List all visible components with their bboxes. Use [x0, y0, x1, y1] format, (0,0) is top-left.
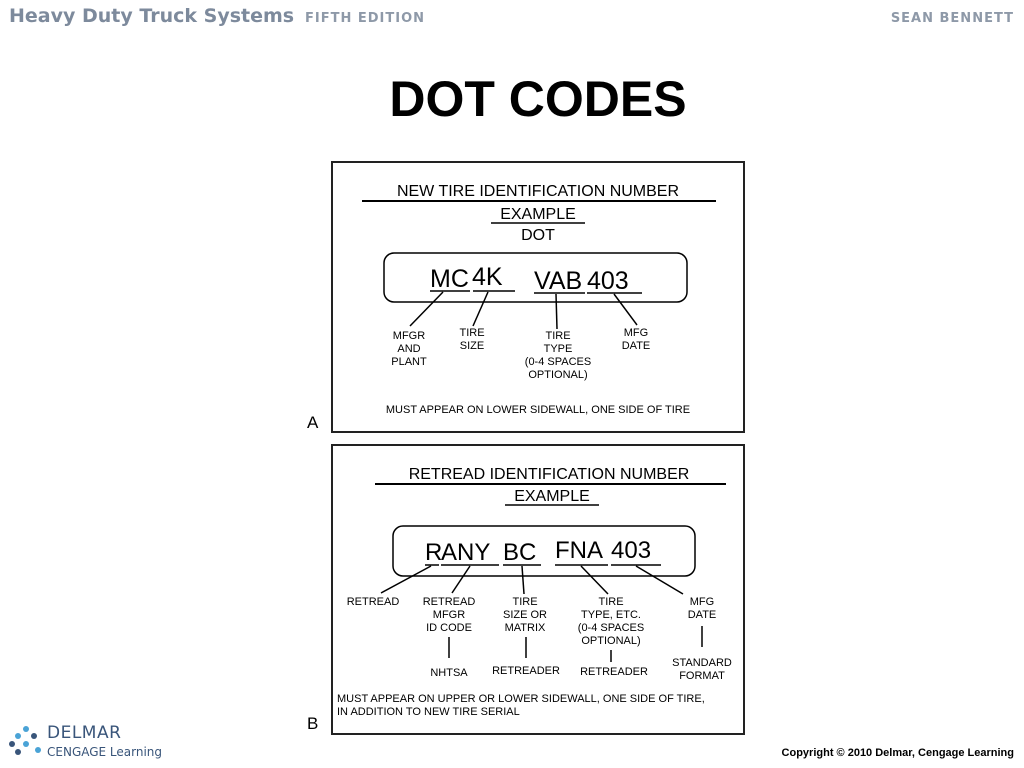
callout-tire-type: (0-4 SPACES: [525, 356, 591, 368]
leader-line: [613, 293, 638, 326]
panel-b-note-1: MUST APPEAR ON UPPER OR LOWER SIDEWALL, …: [337, 693, 705, 705]
panel-a-note: MUST APPEAR ON LOWER SIDEWALL, ONE SIDE …: [386, 404, 690, 416]
leader-line: [635, 565, 684, 595]
leader-line: [451, 565, 471, 594]
callout-retread-mfgr: MFGR: [433, 609, 465, 621]
callout-tire-size: MATRIX: [505, 622, 546, 634]
code-403: 403: [587, 267, 629, 295]
code-box: [383, 252, 688, 303]
callout-retreader: RETREADER: [580, 666, 648, 678]
callout-tire-size: TIRE: [512, 596, 537, 608]
panel-a-new-tire-diagram: NEW TIRE IDENTIFICATION NUMBER EXAMPLE D…: [331, 161, 745, 433]
callout-retreader: RETREADER: [492, 665, 560, 677]
callout-mfgr: PLANT: [391, 356, 427, 368]
callout-tire-type: TIRE: [598, 596, 623, 608]
logo-subtitle: CENGAGE Learning: [47, 745, 163, 759]
code-r: R: [425, 539, 442, 566]
code-403: 403: [611, 537, 651, 564]
panel-a-diagram-svg: NEW TIRE IDENTIFICATION NUMBER EXAMPLE D…: [362, 183, 716, 416]
logo-name: DELMAR: [47, 723, 122, 743]
panel-b-heading-1: RETREAD IDENTIFICATION NUMBER: [409, 466, 690, 483]
callout-mfg-date: MFG: [690, 596, 714, 608]
callout-standard-format: STANDARD: [672, 657, 732, 669]
callout-tire-size: SIZE: [460, 340, 484, 352]
code-mc: MC: [430, 265, 469, 293]
panel-a-heading-2: EXAMPLE: [500, 206, 576, 223]
code-4k: 4K: [472, 263, 503, 291]
panel-b-heading-2: EXAMPLE: [514, 488, 590, 505]
leader-line: [409, 291, 444, 327]
callout-retread-mfgr: ID CODE: [426, 622, 472, 634]
panel-a-heading-1: NEW TIRE IDENTIFICATION NUMBER: [397, 183, 679, 200]
panel-b-label: B: [307, 714, 319, 733]
panel-a-label: A: [307, 413, 319, 432]
callout-standard-format: FORMAT: [679, 670, 725, 682]
leader-line: [472, 291, 489, 327]
panel-b-retread-diagram: RETREAD IDENTIFICATION NUMBER EXAMPLE R …: [331, 444, 745, 735]
code-box: [392, 525, 696, 577]
leader-line: [555, 293, 558, 330]
slide-title: DOT CODES: [389, 71, 687, 127]
callout-tire-type: TYPE, ETC.: [581, 609, 641, 621]
book-author: SEAN BENNETT: [890, 11, 1014, 26]
callout-mfg-date: DATE: [622, 340, 651, 352]
callout-tire-size: SIZE OR: [503, 609, 547, 621]
code-any: ANY: [441, 539, 490, 566]
code-fna: FNA: [555, 537, 603, 564]
callout-tire-type: OPTIONAL): [528, 369, 587, 381]
callout-tire-type: (0-4 SPACES: [578, 622, 644, 634]
code-bc: BC: [503, 539, 536, 566]
callout-nhtsa: NHTSA: [430, 667, 468, 679]
delmar-logo-icon: [9, 726, 41, 755]
callout-tire-type: TIRE: [545, 330, 570, 342]
callout-tire-type: TYPE: [544, 343, 573, 355]
callout-mfgr: MFGR: [393, 330, 425, 342]
leader-line: [380, 565, 432, 594]
panel-b-note-2: IN ADDITION TO NEW TIRE SERIAL: [337, 706, 520, 718]
book-edition: FIFTH EDITION: [305, 11, 426, 26]
callout-retread-mfgr: RETREAD: [423, 596, 476, 608]
callout-tire-type: OPTIONAL): [581, 635, 640, 647]
callout-retread: RETREAD: [347, 596, 400, 608]
callout-mfgr: AND: [397, 343, 420, 355]
book-title: Heavy Duty Truck Systems: [9, 5, 295, 27]
callout-mfg-date: DATE: [688, 609, 717, 621]
callout-mfg-date: MFG: [624, 327, 648, 339]
panel-b-diagram-svg: RETREAD IDENTIFICATION NUMBER EXAMPLE R …: [337, 466, 732, 718]
copyright-notice: Copyright © 2010 Delmar, Cengage Learnin…: [781, 747, 1014, 759]
leader-line: [521, 565, 525, 595]
leader-line: [580, 565, 609, 595]
panel-a-heading-3: DOT: [521, 227, 555, 244]
callout-tire-size: TIRE: [459, 327, 484, 339]
code-vab: VAB: [534, 267, 582, 295]
